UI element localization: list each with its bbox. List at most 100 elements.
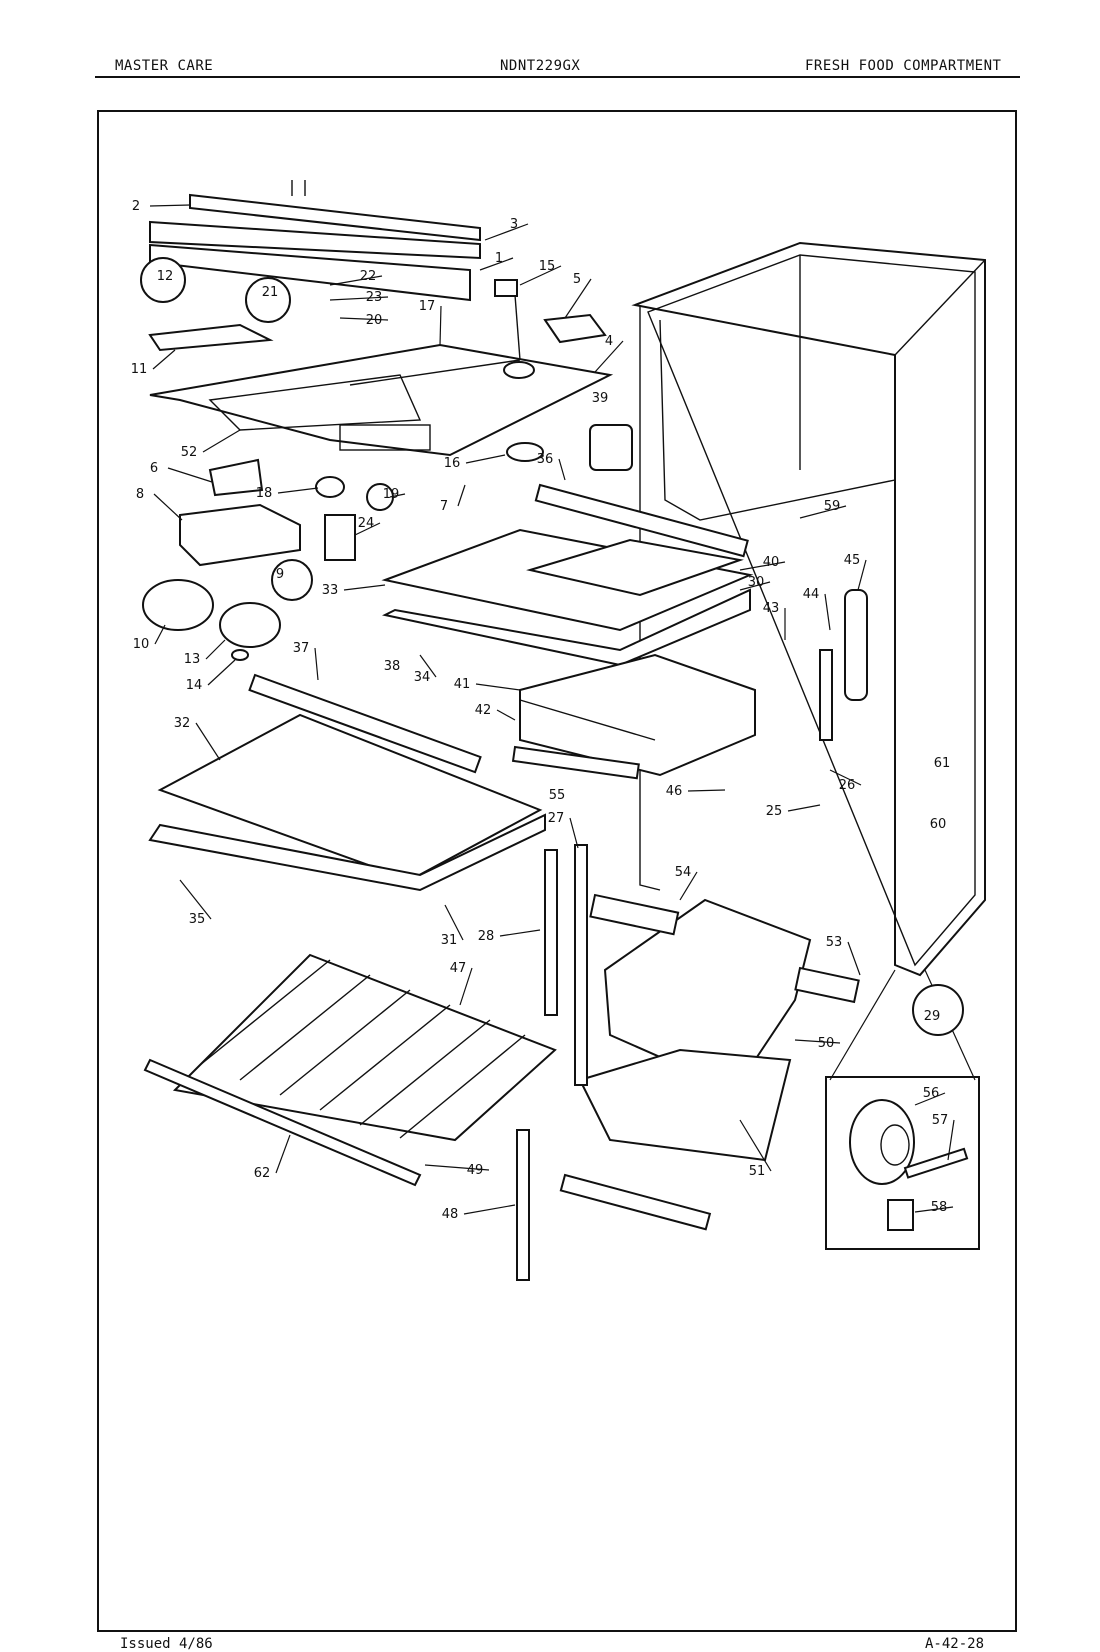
callout-25: 25 [766, 804, 821, 819]
callout-47: 47 [450, 961, 473, 1006]
callout-label: 54 [675, 865, 692, 880]
callout-label: 5 [573, 272, 581, 287]
leader-line-46 [687, 789, 726, 792]
crisper-bins [559, 893, 860, 1231]
callout-label: 20 [366, 313, 383, 328]
callout-32: 32 [174, 716, 221, 761]
leader-line-27 [569, 817, 579, 849]
callout-10: 10 [133, 624, 166, 652]
callout-12: 12 [157, 269, 174, 284]
leader-line-13 [205, 639, 226, 660]
callout-1: 1 [479, 251, 514, 271]
callout-37: 37 [293, 641, 319, 681]
leader-line-18 [277, 487, 319, 494]
callout-label: 27 [548, 811, 565, 826]
upper-glass-shelf [381, 483, 754, 667]
callout-24: 24 [354, 516, 381, 536]
callout-48: 48 [442, 1204, 516, 1222]
leader-line-5 [564, 278, 592, 319]
callout-21: 21 [262, 285, 279, 300]
leader-line-10 [154, 624, 166, 645]
callout-label: 24 [358, 516, 375, 531]
leader-line-35 [179, 879, 212, 920]
callout-44: 44 [803, 587, 831, 631]
callout-label: 46 [666, 784, 683, 799]
leader-line-32 [195, 722, 221, 761]
leader-line-23 [329, 296, 389, 301]
leader-line-17 [439, 305, 442, 346]
callout-55: 55 [549, 788, 566, 803]
callout-40: 40 [739, 555, 786, 571]
callout-2: 2 [132, 199, 191, 214]
top-rail-assembly [149, 180, 481, 302]
callout-34: 34 [414, 654, 437, 685]
callout-label: 40 [763, 555, 780, 570]
callout-61: 61 [934, 756, 951, 771]
leader-line-41 [475, 683, 521, 691]
callout-35: 35 [179, 879, 212, 927]
callout-53: 53 [826, 935, 861, 976]
callout-43: 43 [763, 601, 786, 640]
callout-22: 22 [329, 269, 383, 286]
callout-33: 33 [322, 583, 386, 598]
callout-label: 13 [184, 652, 201, 667]
leader-line-26 [829, 769, 862, 786]
leader-line-51 [739, 1119, 772, 1172]
callout-19: 19 [383, 487, 406, 502]
callout-14: 14 [186, 659, 236, 693]
callout-23: 23 [329, 290, 389, 305]
leader-line-15 [519, 265, 562, 286]
leader-line-62 [275, 1134, 291, 1174]
callout-label: 22 [360, 269, 377, 284]
callout-20: 20 [339, 313, 389, 328]
leader-line-53 [847, 941, 861, 976]
callout-label: 6 [150, 461, 158, 476]
callout-label: 57 [932, 1113, 949, 1128]
callout-11: 11 [131, 349, 176, 377]
leader-line-14 [207, 659, 236, 686]
callout-label: 33 [322, 583, 339, 598]
leader-line-33 [343, 584, 386, 591]
leader-line-54 [679, 871, 698, 901]
callout-5: 5 [564, 272, 592, 319]
roller-inset [825, 969, 980, 1250]
callout-label: 55 [549, 788, 566, 803]
callout-45: 45 [844, 553, 867, 591]
leader-line-36 [558, 458, 566, 481]
callout-6: 6 [150, 461, 213, 483]
callout-label: 56 [923, 1086, 940, 1101]
leader-line-56 [914, 1092, 946, 1106]
wire-shelf [143, 953, 557, 1187]
leader-line-58 [914, 1206, 954, 1213]
callout-50: 50 [794, 1036, 841, 1051]
callout-label: 2 [132, 199, 140, 214]
callout-label: 41 [454, 677, 471, 692]
callout-label: 8 [136, 487, 144, 502]
leader-line-20 [339, 317, 389, 321]
callout-62: 62 [254, 1134, 291, 1181]
callout-label: 53 [826, 935, 843, 950]
callout-label: 19 [383, 487, 400, 502]
leader-line-48 [463, 1204, 516, 1215]
callout-label: 7 [440, 499, 448, 514]
callout-label: 49 [467, 1163, 484, 1178]
callout-label: 16 [444, 456, 461, 471]
callout-38: 38 [384, 659, 401, 674]
callout-label: 59 [824, 499, 841, 514]
callout-label: 32 [174, 716, 191, 731]
leader-line-49 [424, 1164, 490, 1171]
callout-label: 43 [763, 601, 780, 616]
callout-16: 16 [444, 454, 506, 471]
callout-label: 12 [157, 269, 174, 284]
leader-line-6 [167, 467, 213, 483]
leader-line-4 [594, 340, 624, 373]
leader-line-44 [824, 593, 831, 631]
leader-line-25 [787, 804, 821, 812]
leader-line-2 [149, 204, 191, 207]
callout-7: 7 [440, 484, 466, 514]
callout-59: 59 [799, 499, 847, 519]
callout-label: 31 [441, 933, 458, 948]
leader-line-30 [739, 581, 771, 591]
leader-line-1 [479, 257, 514, 271]
callout-label: 51 [749, 1164, 766, 1179]
